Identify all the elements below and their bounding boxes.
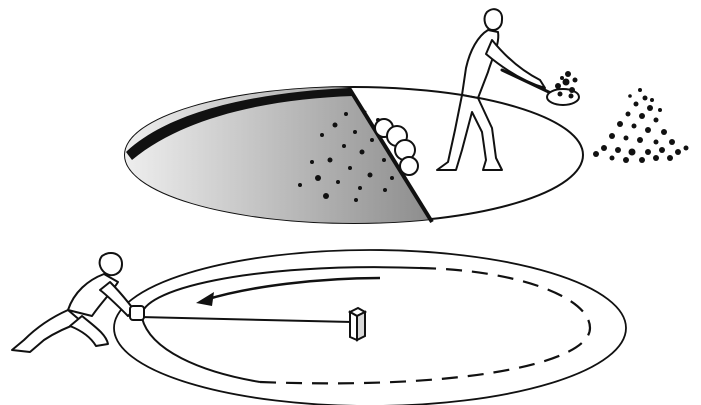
layout-dashed-path — [259, 266, 592, 385]
worker-legs — [436, 94, 503, 171]
kneeling-arm — [99, 281, 135, 317]
kneeling-leg-front — [69, 315, 109, 347]
center-stake — [347, 306, 368, 342]
measuring-string — [139, 316, 353, 323]
cut-line — [347, 86, 434, 224]
worker-arm — [485, 39, 546, 89]
layout-scene — [11, 249, 627, 405]
layout-outer-ellipse — [113, 249, 627, 405]
worker-shoveling — [436, 8, 580, 171]
shovel-soil — [555, 71, 578, 99]
direction-arrow — [204, 276, 381, 302]
shovel-blade — [546, 88, 580, 106]
pit-rim-shadow — [126, 88, 353, 160]
arrowhead-icon — [196, 292, 214, 306]
kneeling-head — [98, 251, 123, 277]
soil-debris — [298, 110, 394, 202]
marker-stake — [129, 305, 145, 321]
worker-head — [483, 8, 504, 31]
soil-mound-edge — [374, 118, 419, 176]
soil-heap — [593, 88, 689, 163]
layout-inner-arc — [140, 266, 421, 319]
kneeling-leg-back — [11, 309, 83, 353]
shovel-handle — [500, 68, 557, 97]
layout-inner-arc-left — [141, 317, 261, 383]
excavation-scene — [124, 8, 689, 224]
worker-kneeling — [11, 251, 145, 353]
